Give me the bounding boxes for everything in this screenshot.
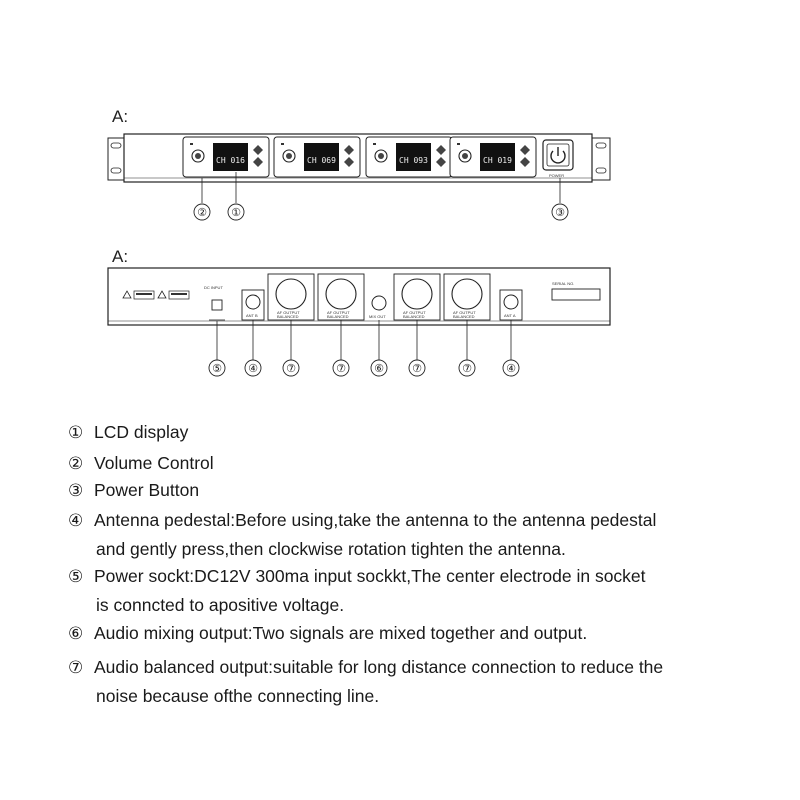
svg-text:④: ④ [506, 362, 516, 375]
channel-module-2: CH 069 [273, 136, 361, 178]
svg-text:⑤: ⑤ [212, 362, 222, 375]
mix-out-jack [371, 295, 387, 311]
svg-text:⑦: ⑦ [412, 362, 422, 375]
svg-text:BALANCED: BALANCED [327, 314, 349, 319]
dc-label: DC INPUT [204, 285, 223, 290]
rack-diagram: CH 016 CH 069 CH 093 [107, 133, 611, 377]
lcd-display-1 [213, 143, 248, 171]
xlr-connector-1 [275, 278, 307, 310]
svg-text:⑦: ⑦ [336, 362, 346, 375]
mix-out-label: MIX OUT [369, 314, 386, 319]
warning-icon [157, 290, 167, 299]
channel-module-1: CH 016 [182, 136, 270, 178]
antenna-connector-b [245, 294, 261, 310]
svg-text:⑦: ⑦ [462, 362, 472, 375]
front-panel: CH 016 CH 069 CH 093 [107, 133, 611, 203]
svg-text:⑥: ⑥ [374, 362, 384, 375]
svg-text:AF OUTPUT: AF OUTPUT [277, 310, 300, 315]
nav-button-icon [253, 145, 263, 155]
svg-text:AF OUTPUT: AF OUTPUT [453, 310, 476, 315]
front-callouts: ② ① ③ [193, 203, 569, 221]
serial-label: SERIAL NO. [552, 281, 574, 286]
svg-text:⑦: ⑦ [286, 362, 296, 375]
warning-icon [122, 290, 132, 299]
xlr-connector-3 [401, 278, 433, 310]
lcd-text-4: CH 019 [483, 156, 512, 165]
lcd-text-2: CH 069 [307, 156, 336, 165]
callout-3: ③ [555, 206, 565, 219]
lcd-text-1: CH 016 [216, 156, 245, 165]
power-caption: POWER [549, 173, 564, 178]
svg-text:④: ④ [248, 362, 258, 375]
serial-plate [551, 288, 601, 301]
rear-panel: DC INPUT ANT B AF OUTPUT BALANCED AF OUT… [107, 267, 611, 360]
antenna-connector-a [503, 294, 519, 310]
callout-2: ② [197, 206, 207, 219]
xlr-connector-4 [451, 278, 483, 310]
dc-socket [211, 299, 223, 311]
power-button: POWER [542, 139, 574, 178]
front-panel-label: A: [112, 107, 129, 126]
power-icon [550, 147, 566, 164]
lcd-text-3: CH 093 [399, 156, 428, 165]
svg-text:BALANCED: BALANCED [403, 314, 425, 319]
callout-1: ① [231, 206, 241, 219]
svg-text:BALANCED: BALANCED [453, 314, 475, 319]
rear-panel-label: A: [112, 247, 129, 266]
svg-text:BALANCED: BALANCED [277, 314, 299, 319]
xlr-connector-2 [325, 278, 357, 310]
channel-module-3: CH 093 [365, 136, 453, 178]
svg-text:AF OUTPUT: AF OUTPUT [327, 310, 350, 315]
channel-module-4: CH 019 [449, 136, 537, 178]
ant-a-label: ANT A [504, 313, 516, 318]
svg-text:AF OUTPUT: AF OUTPUT [403, 310, 426, 315]
ant-b-label: ANT B [246, 313, 258, 318]
rear-callouts: ⑤ ④ ⑦ ⑦ ⑥ ⑦ ⑦ ④ [208, 359, 520, 377]
